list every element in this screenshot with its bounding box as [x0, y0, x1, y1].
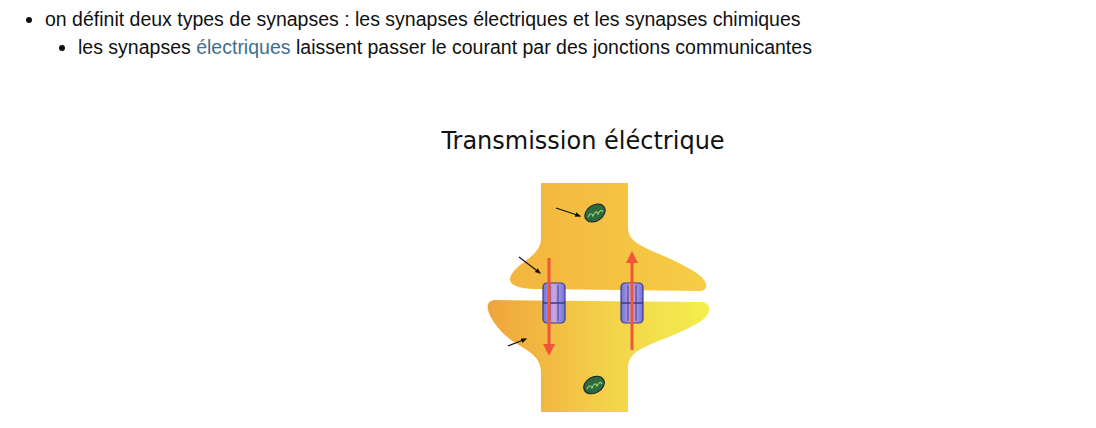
bullet-list: on définit deux types de synapses : les … — [24, 6, 812, 60]
bullet-item: on définit deux types de synapses : les … — [45, 6, 812, 60]
bullet-text: les synapses — [78, 36, 191, 58]
bullet-text: laissent passer le courant par des jonct… — [296, 36, 812, 58]
current-arrow — [548, 258, 551, 350]
gap-junction-channel — [543, 283, 565, 323]
pointer-arrow — [508, 339, 526, 346]
mitochondrion — [580, 373, 607, 398]
mitochondrion — [581, 200, 608, 226]
current-arrow — [631, 257, 634, 350]
highlighted-term: électriques — [196, 36, 290, 58]
pointer-arrow — [519, 257, 540, 273]
bullet-text: on définit deux types de synapses : les … — [45, 8, 801, 30]
pointer-arrow — [556, 208, 580, 216]
bullet-item: les synapsesélectriques laissent passer l… — [78, 34, 812, 60]
sub-bullet-list: les synapsesélectriques laissent passer l… — [45, 34, 812, 60]
figure-title: Transmission éléctrique — [0, 127, 1096, 155]
postsynaptic-neuron — [488, 300, 710, 412]
presynaptic-neuron — [510, 183, 706, 291]
